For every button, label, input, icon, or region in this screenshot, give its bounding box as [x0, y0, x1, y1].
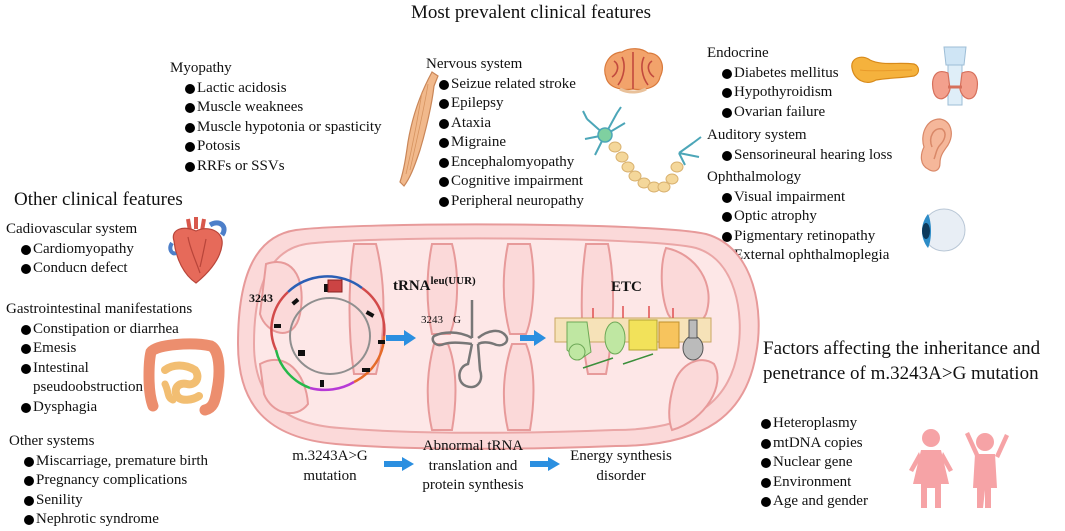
trna-label-main: tRNA	[393, 278, 431, 294]
nervous-heading: Nervous system	[426, 56, 523, 72]
flow-step-2-line: translation and	[428, 457, 518, 474]
list-item: Constipation or diarrhea	[20, 320, 192, 340]
people-icon	[909, 429, 1009, 508]
arrow-icon	[384, 457, 414, 471]
muscle-icon	[399, 71, 439, 187]
trna-structure	[431, 300, 509, 389]
factors-title: Factors affecting the inheritance and pe…	[763, 336, 1040, 386]
thyroid-icon	[931, 46, 979, 106]
flow-step-2-line: Abnormal tRNA	[422, 438, 524, 454]
flow-step-3-line: disorder	[596, 467, 646, 484]
list-item: Muscle weaknees	[184, 98, 382, 118]
ear-icon	[920, 118, 952, 172]
flow-step-3: Energy synthesis disorder	[561, 447, 681, 486]
list-item: Nuclear gene	[760, 453, 868, 473]
list-item: Potosis	[184, 137, 382, 157]
myopathy-section: Myopathy Lactic acidosis Muscle weaknees…	[170, 59, 382, 176]
auditory-section: Auditory system Sensorineural hearing lo…	[707, 126, 892, 165]
mtdna-3243-label: 3243	[249, 291, 273, 305]
eye-icon	[922, 208, 966, 252]
list-item: Epilepsy	[438, 94, 584, 114]
factors-title-line: Factors affecting the inheritance and	[763, 338, 1041, 359]
list-item: Ataxia	[438, 114, 584, 134]
list-item: Nephrotic syndrome	[23, 510, 208, 530]
ophthalmology-heading: Ophthalmology	[707, 169, 802, 185]
main-title: Most prevalent clinical features	[411, 2, 652, 23]
etc-complex	[554, 306, 712, 369]
ophthalmology-section: Ophthalmology Visual impairment Optic at…	[707, 168, 889, 266]
arrow-icon	[386, 330, 416, 346]
list-item: Hypothyroidism	[721, 83, 839, 103]
list-item-continued: pseudoobstruction	[33, 379, 143, 395]
trna-3243-label: 3243	[421, 314, 443, 326]
list-item: Cardiomyopathy	[20, 240, 137, 260]
list-item: Migraine	[438, 133, 584, 153]
list-item: Muscle hypotonia or spasticity	[184, 118, 382, 138]
other-features-title: Other clinical features	[14, 189, 183, 210]
list-item: mtDNA copies	[760, 434, 868, 454]
flow-step-1-line: m.3243A>G	[292, 448, 368, 464]
pancreas-icon	[851, 56, 920, 83]
list-item: Dysphagia	[20, 398, 192, 418]
intestine-icon	[143, 338, 225, 416]
list-item: Intestinal	[20, 359, 192, 379]
other-systems-section: Other systems Miscarriage, premature bir…	[9, 432, 208, 530]
endocrine-heading: Endocrine	[707, 45, 769, 61]
cardio-section: Cadiovascular system Cardiomyopathy Cond…	[6, 220, 137, 279]
gastro-heading: Gastrointestinal manifestations	[6, 301, 193, 317]
list-item: Sensorineural hearing loss	[721, 146, 892, 166]
list-item: Pigmentary retinopathy	[721, 227, 889, 247]
factors-title-line: penetrance of m.3243A>G mutation	[763, 363, 1039, 384]
list-item: Age and gender	[760, 492, 868, 512]
flow-step-2: Abnormal tRNA translation and protein sy…	[408, 437, 538, 496]
mtdna-ring	[270, 275, 386, 392]
trna-g-label: G	[453, 314, 461, 326]
list-item: Cognitive impairment	[438, 172, 584, 192]
list-item: Heteroplasmy	[760, 414, 868, 434]
flow-step-2-line: protein synthesis	[422, 477, 524, 493]
neuron-icon	[582, 106, 702, 193]
gastro-section: Gastrointestinal manifestations Constipa…	[6, 300, 192, 417]
list-item: Senility	[23, 491, 208, 511]
list-item: Peripheral neuropathy	[438, 192, 584, 212]
list-item: RRFs or SSVs	[184, 157, 382, 177]
nervous-section: Nervous system Seizue related stroke Epi…	[426, 55, 584, 211]
etc-label: ETC	[611, 279, 642, 295]
list-item: Lactic acidosis	[184, 79, 382, 99]
list-item: Optic atrophy	[721, 207, 889, 227]
brain-icon	[604, 48, 663, 94]
endocrine-section: Endocrine Diabetes mellitus Hypothyroidi…	[707, 44, 839, 122]
other-systems-heading: Other systems	[9, 433, 95, 449]
flow-step-1-line: mutation	[303, 467, 357, 484]
mitochondrion	[236, 223, 760, 450]
flow-step-1: m.3243A>G mutation	[275, 447, 385, 486]
heart-icon	[168, 217, 227, 284]
list-item: Pregnancy complications	[23, 471, 208, 491]
trna-label-sup: leu(UUR)	[430, 275, 476, 287]
list-item: Visual impairment	[721, 188, 889, 208]
auditory-heading: Auditory system	[707, 127, 807, 143]
list-item: Encephalomyopathy	[438, 153, 584, 173]
arrow-icon	[530, 457, 560, 471]
list-item: Seizue related stroke	[438, 75, 584, 95]
list-item: Environment	[760, 473, 868, 493]
list-item: Conducn defect	[20, 259, 137, 279]
trna-label: tRNAleu(UUR)	[393, 275, 476, 295]
factors-list: Heteroplasmy mtDNA copies Nuclear gene E…	[760, 414, 868, 512]
list-item: Emesis	[20, 339, 192, 359]
myopathy-heading: Myopathy	[170, 60, 232, 76]
cardio-heading: Cadiovascular system	[6, 221, 138, 237]
list-item: Ovarian failure	[721, 103, 839, 123]
arrow-icon	[520, 330, 546, 346]
list-item: Miscarriage, premature birth	[23, 452, 208, 472]
flow-step-3-line: Energy synthesis	[570, 448, 672, 464]
list-item: Diabetes mellitus	[721, 64, 839, 84]
